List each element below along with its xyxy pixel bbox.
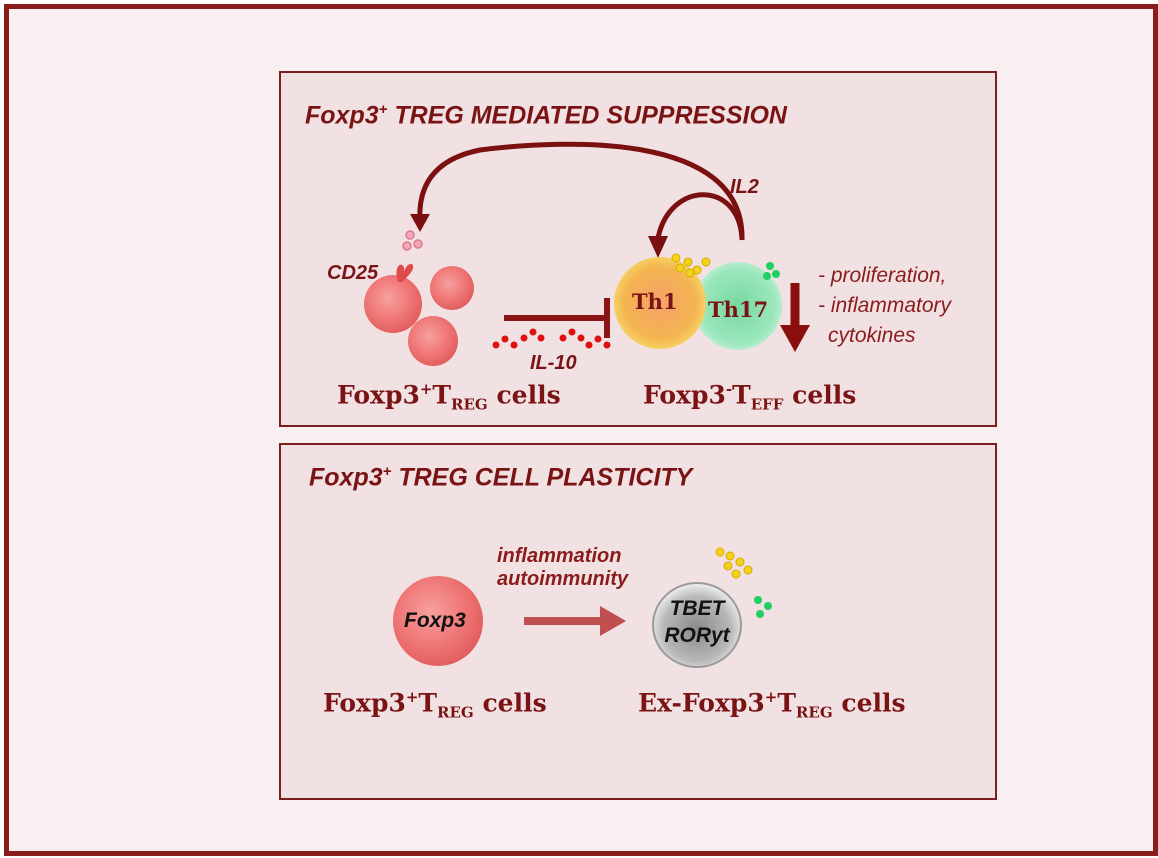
th1-cell-icon [614,257,706,349]
trigger-autoimmunity: autoimmunity [497,568,629,590]
il2-autocrine-arrow [655,192,745,241]
th17-label: Th17 [708,297,769,322]
roryt-label: RORyt [664,624,730,647]
cd25-label: CD25 [327,262,379,284]
effects-list: - proliferation, - inflammatory cytokine… [818,261,951,351]
effect-inflammatory: - inflammatory [818,294,952,317]
th1-cytokine-dots [671,253,711,278]
il2-pink-dots [402,230,423,251]
th17-cytokine-dots [763,262,780,280]
treg-cell-icon [364,266,474,366]
ex-treg-yellow-dots [715,547,753,579]
treg-caption-bottom: Foxp3+TREG cells [323,688,547,722]
th1-label: Th1 [632,289,678,314]
il2-autocrine-arrowhead [648,236,668,258]
ex-treg-cell-icon [652,582,742,668]
il2-feedback-arrow [417,141,745,241]
il2-label: IL2 [730,176,759,198]
il2-feedback-arrowhead [410,214,430,232]
ex-treg-green-dots [754,596,772,618]
conversion-arrow-head [600,606,626,636]
foxp3-label: Foxp3 [404,609,466,632]
decrease-arrow-head [780,325,810,352]
il10-dots [492,328,611,349]
teff-caption: Foxp3-TEFF cells [643,380,857,414]
plasticity-panel-title: Foxp3+ TREG CELL PLASTICITY [309,463,693,492]
th17-cell-icon [694,262,782,350]
ex-treg-caption: Ex-Foxp3+TREG cells [638,688,906,722]
suppression-panel-title: Foxp3+ TREG MEDIATED SUPPRESSION [305,101,787,130]
trigger-inflammation: inflammation [497,545,622,567]
il10-label: IL-10 [530,352,577,374]
treg-caption-top: Foxp3+TREG cells [337,380,561,414]
tbet-label: TBET [669,597,725,620]
effect-cytokines: cytokines [828,324,916,347]
cd25-receptor-icon [396,263,414,282]
effect-proliferation: - proliferation, [818,264,947,287]
suppression-panel: Foxp3+ TREG MEDIATED SUPPRESSION [279,71,997,427]
foxp3-treg-cell-icon [393,576,483,666]
ex-treg-markers: TBET RORyt [660,595,734,649]
